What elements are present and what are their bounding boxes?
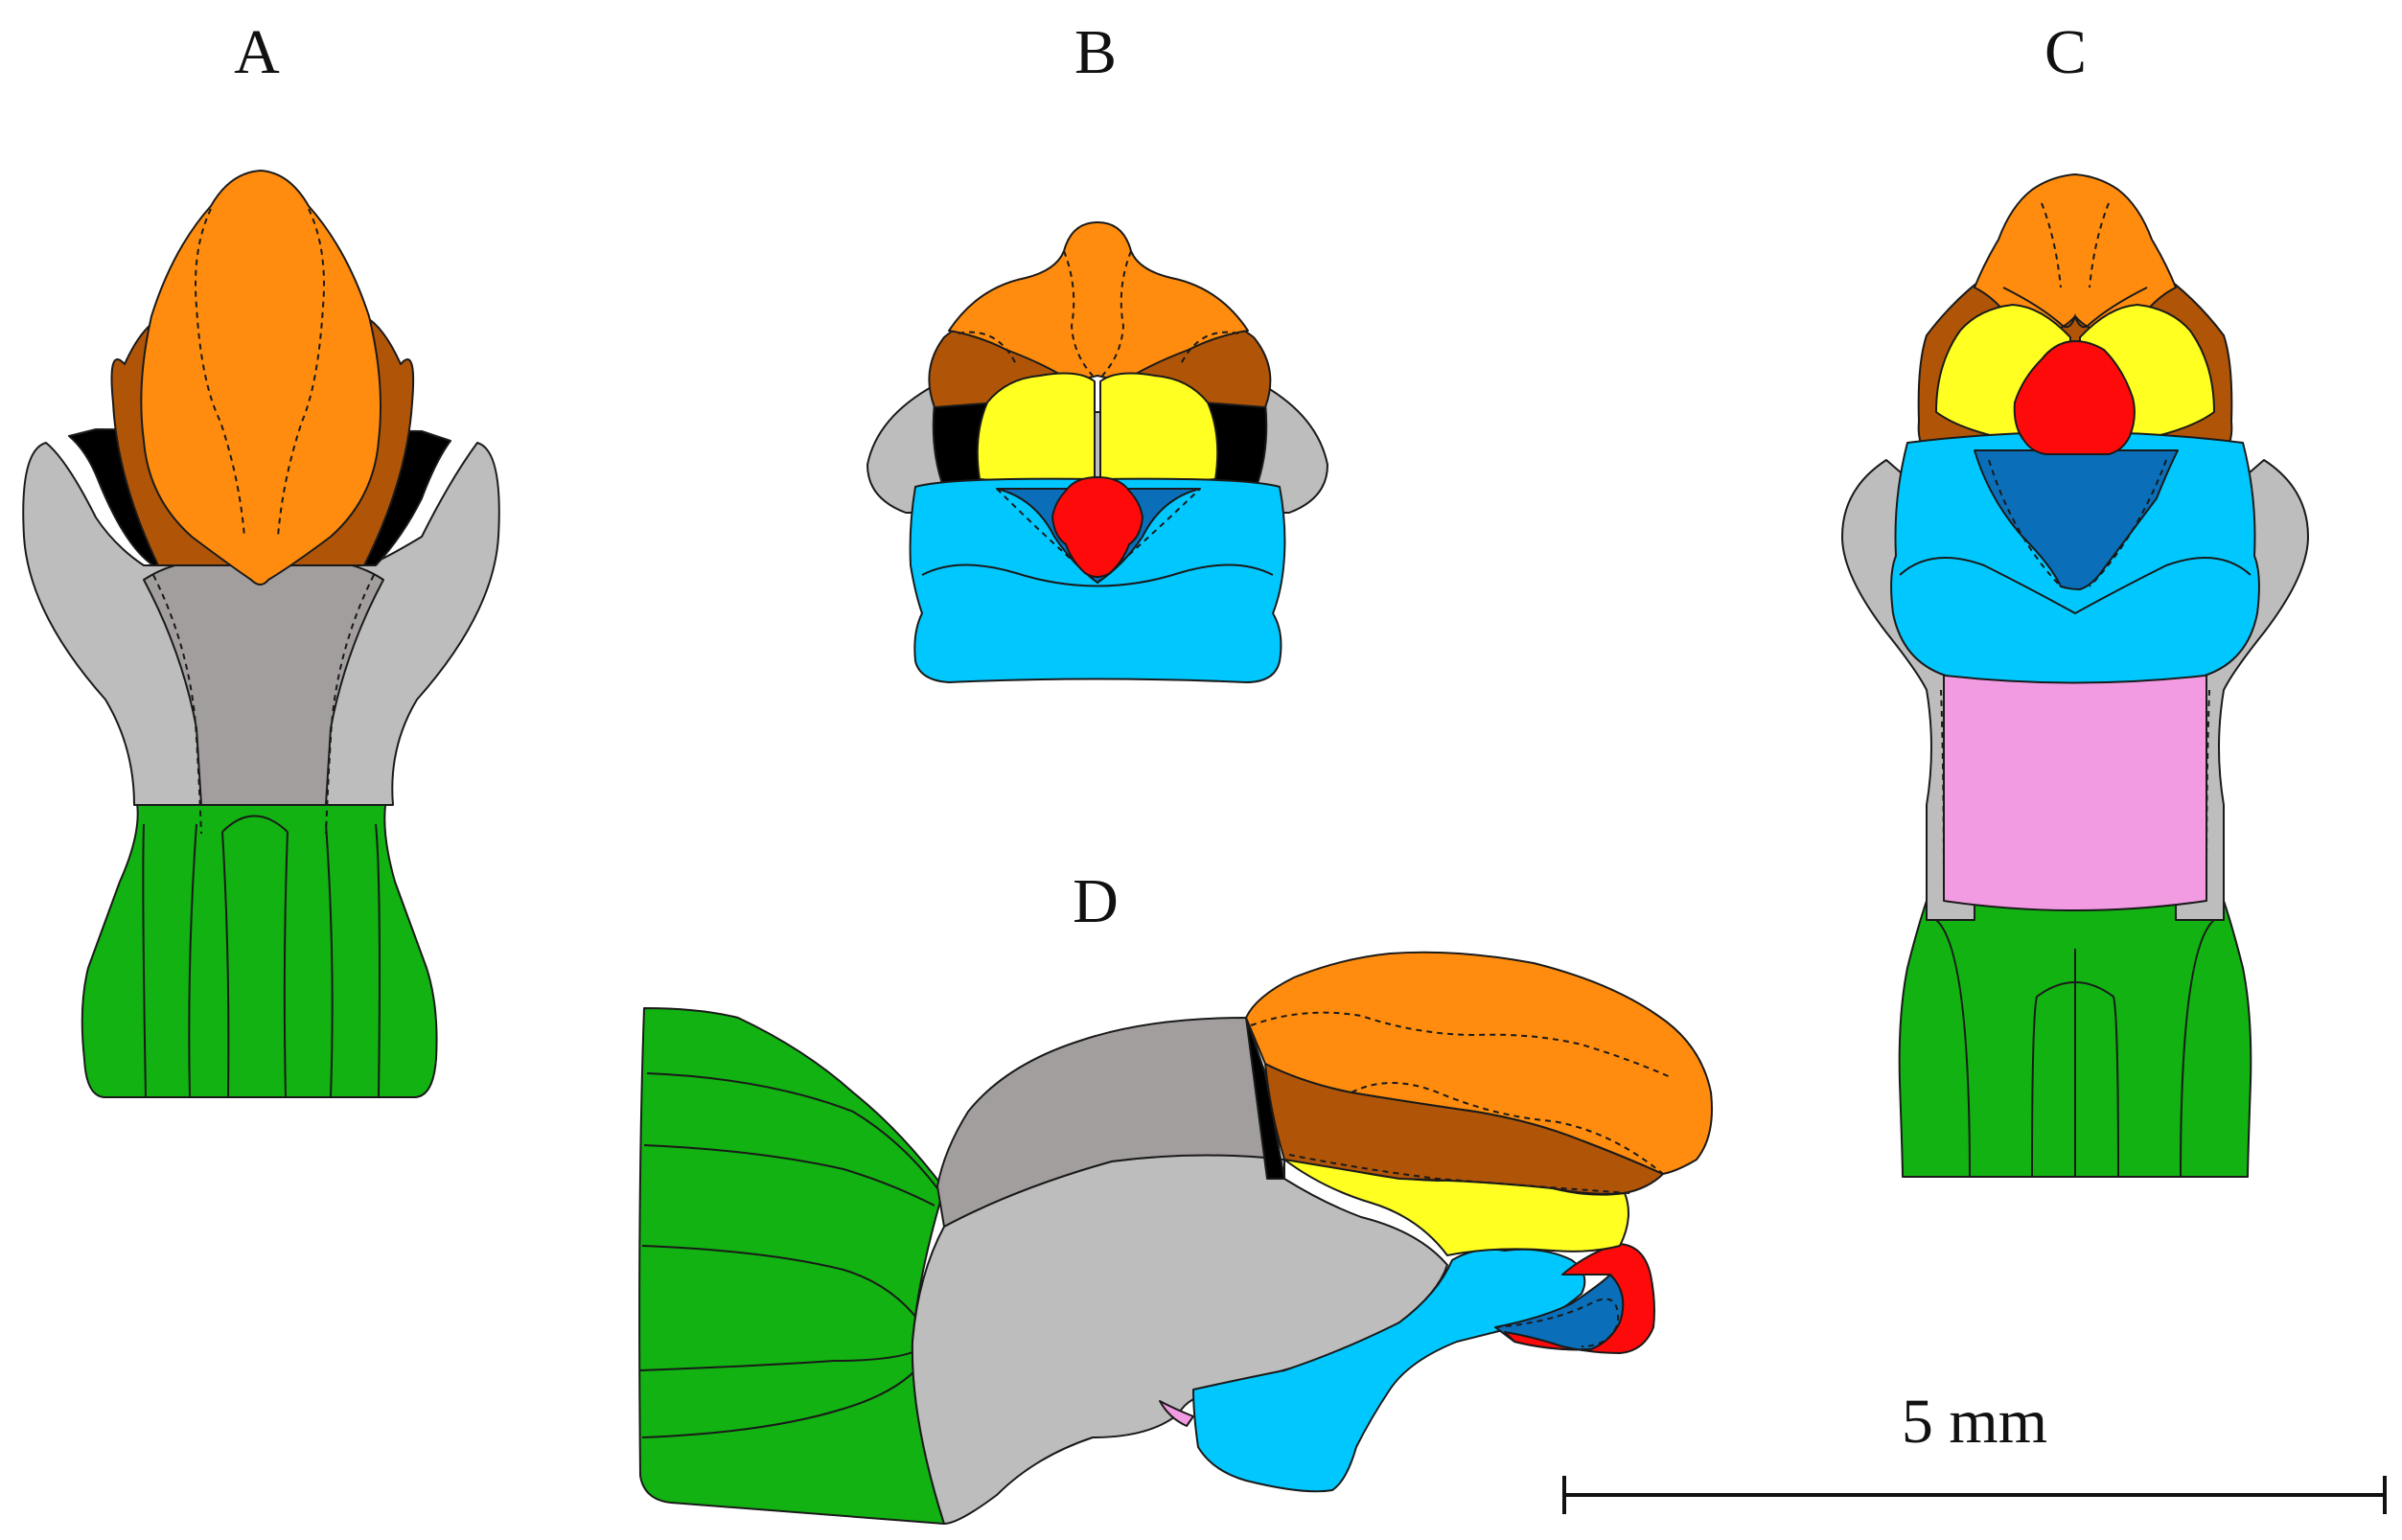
d-pink-sliver [1159,1400,1194,1427]
d-orange-cap [1245,951,1713,1175]
panel-b-drawing [866,221,1328,683]
scale-bar-label: 5 mm [1902,1387,2047,1457]
d-black-strip [1245,1017,1285,1180]
panel-label-a: A [234,17,280,87]
c-dark-blue-wedge [1974,449,2179,590]
a-orange-cone [140,170,382,586]
d-green-base [638,1007,945,1525]
d-red-tip [1504,1243,1655,1354]
b-yellow-lobes [976,372,1096,490]
panel-c-drawing [1841,173,2309,1178]
a-green-base [81,790,438,1098]
b-orange-top [948,221,1249,382]
panel-label-d: D [1073,866,1119,936]
c-red-beak [2013,340,2136,455]
scale-bar: 5 mm [1562,1387,2387,1514]
c-pink-band [1943,670,2207,911]
panel-label-c: C [2044,17,2087,87]
panel-d-drawing [638,951,1713,1525]
panel-label-b: B [1074,17,1117,87]
b-red-beak [1051,476,1143,578]
panel-a-drawing [22,170,500,1098]
